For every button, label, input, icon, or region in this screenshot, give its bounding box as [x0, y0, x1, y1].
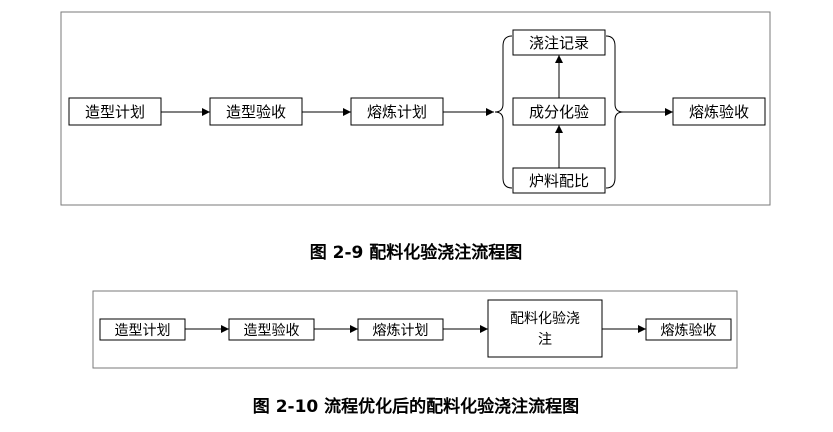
fig2-node-batching-test-pouring-label-line1: 配料化验浇 [510, 311, 580, 327]
fig1-node-modeling-plan: 造型计划 [68, 97, 162, 126]
fig2-node-modeling-acceptance: 造型验收 [228, 318, 315, 341]
fig1-node-modeling-plan-label: 造型计划 [85, 103, 145, 121]
fig1-node-composition-test-label: 成分化验 [529, 103, 589, 121]
figure2-frame [92, 290, 738, 369]
figure1-caption: 图 2-9 配料化验浇注流程图 [310, 242, 523, 263]
fig2-node-batching-test-pouring: 配料化验浇 注 [487, 299, 603, 358]
fig1-node-pouring-record: 浇注记录 [512, 29, 606, 56]
fig1-node-composition-test: 成分化验 [512, 97, 606, 126]
fig2-node-smelting-plan: 熔炼计划 [357, 318, 444, 341]
fig2-node-smelting-plan-label: 熔炼计划 [373, 323, 429, 339]
fig1-node-charge-ratio: 炉料配比 [512, 167, 606, 194]
fig2-node-modeling-acceptance-label: 造型验收 [244, 323, 300, 339]
fig1-right-brace [605, 35, 624, 189]
fig2-node-batching-test-pouring-label-line2: 注 [538, 332, 552, 348]
figure2-caption: 图 2-10 流程优化后的配料化验浇注流程图 [253, 396, 579, 417]
figure1-frame [60, 11, 771, 206]
fig2-node-modeling-plan-label: 造型计划 [115, 323, 171, 339]
fig1-node-smelting-plan: 熔炼计划 [350, 97, 444, 126]
fig1-node-pouring-record-label: 浇注记录 [529, 34, 589, 52]
fig1-node-modeling-acceptance: 造型验收 [209, 97, 303, 126]
fig2-node-smelting-acceptance: 熔炼验收 [645, 318, 732, 341]
fig1-node-smelting-acceptance-label: 熔炼验收 [689, 103, 749, 121]
fig2-node-modeling-plan: 造型计划 [99, 318, 186, 341]
fig1-node-smelting-plan-label: 熔炼计划 [367, 103, 427, 121]
fig1-node-charge-ratio-label: 炉料配比 [529, 172, 589, 190]
figure-2-9: 造型计划 造型验收 熔炼计划 浇注记录 成分化验 炉料配比 [60, 11, 771, 206]
fig2-node-smelting-acceptance-label: 熔炼验收 [661, 323, 717, 339]
fig1-node-modeling-acceptance-label: 造型验收 [226, 103, 286, 121]
fig1-node-smelting-acceptance: 熔炼验收 [672, 97, 766, 126]
fig1-left-brace [494, 35, 513, 189]
figure-2-10: 造型计划 造型验收 熔炼计划 配料化验浇 注 熔炼验收 [92, 290, 738, 369]
